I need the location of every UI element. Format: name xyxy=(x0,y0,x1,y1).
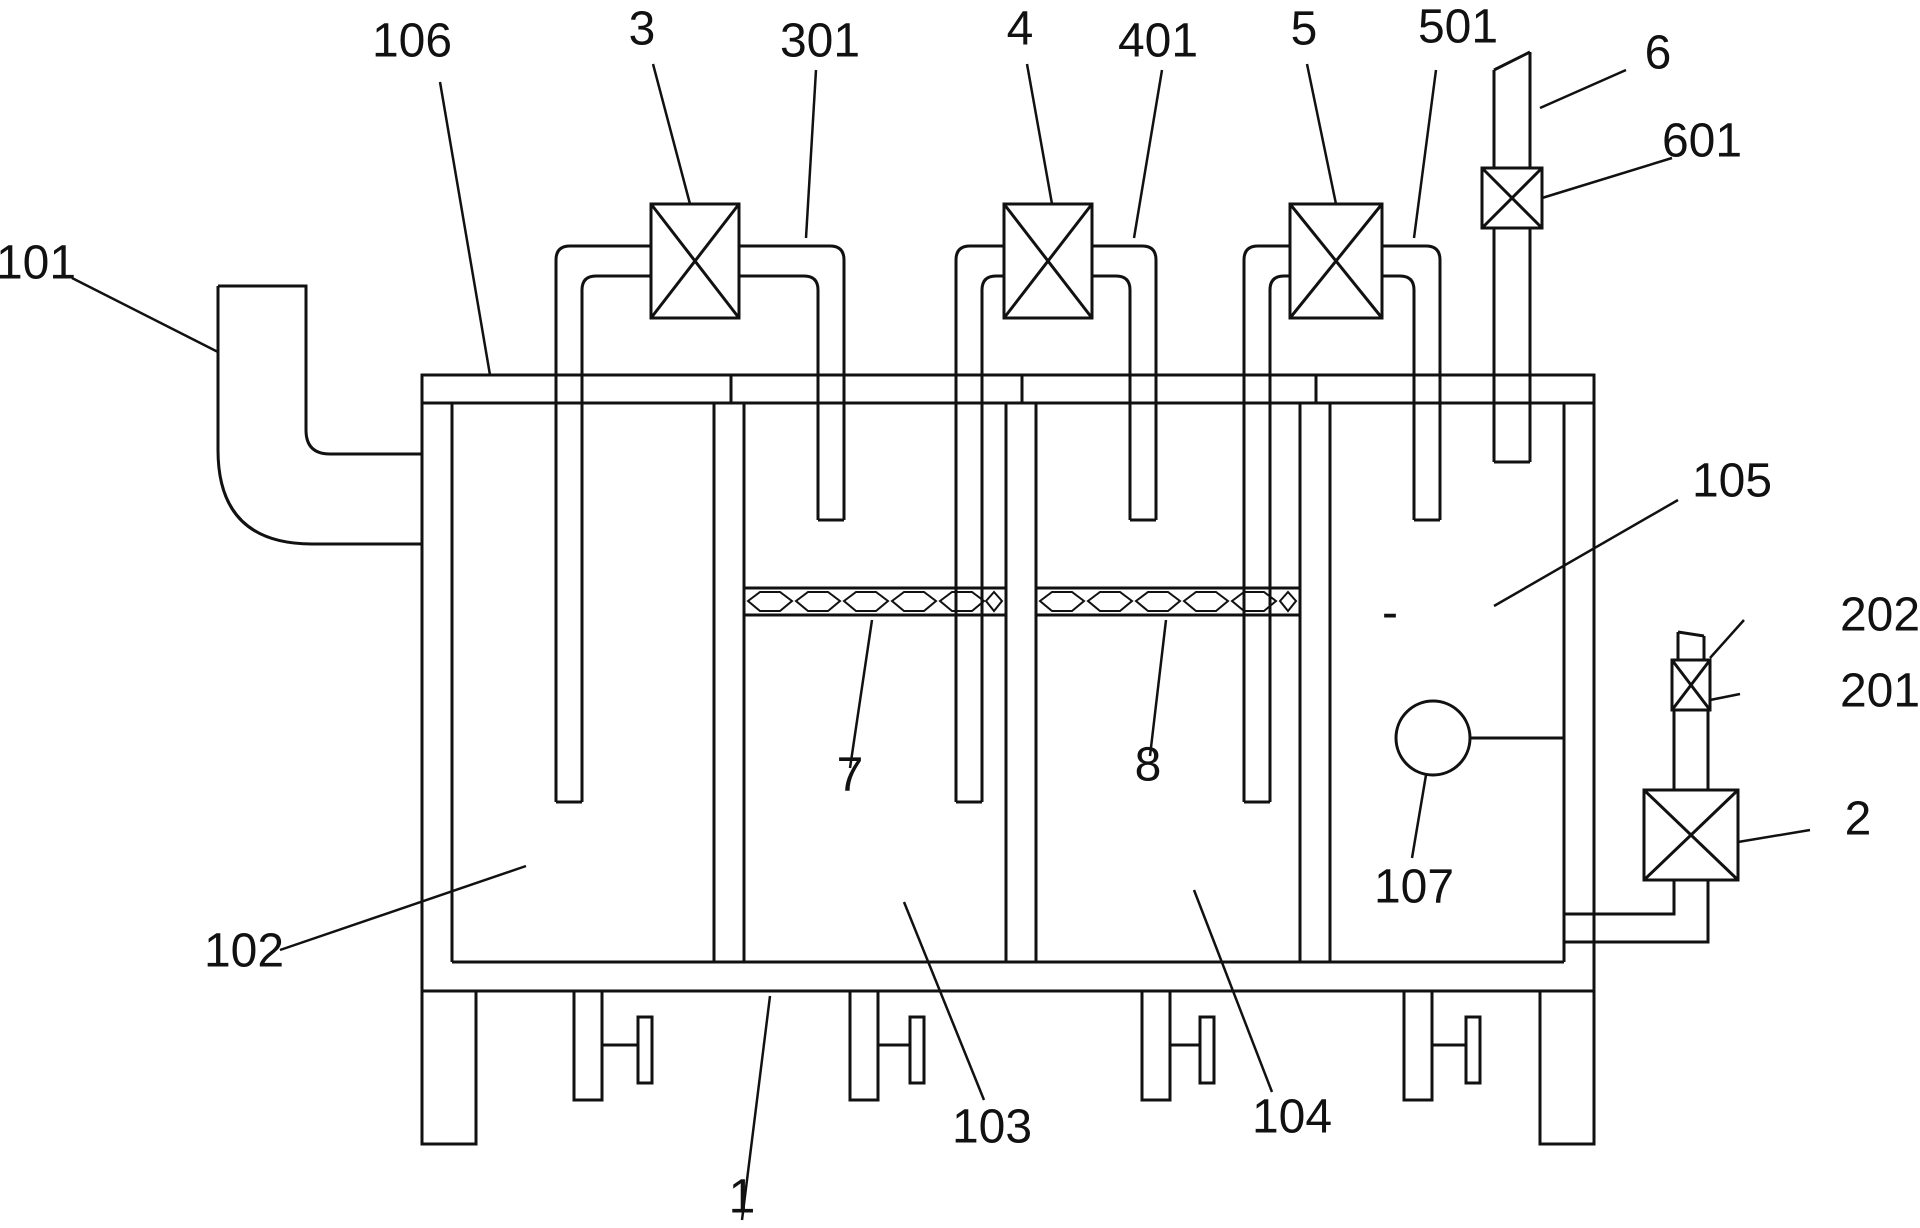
label-7: 7 xyxy=(837,749,864,802)
label-107: 107 xyxy=(1374,861,1454,914)
outlet-pump xyxy=(1642,788,1740,882)
vent-pipe xyxy=(1492,50,1532,464)
label-106: 106 xyxy=(372,15,452,68)
pump-4 xyxy=(1002,202,1094,320)
pump-5 xyxy=(1288,202,1384,320)
float-ball xyxy=(1394,699,1564,777)
stray-mark: - xyxy=(1382,587,1398,640)
top-cover xyxy=(729,375,1318,403)
label-102: 102 xyxy=(204,925,284,978)
transfer-pipe-5 xyxy=(1242,244,1442,804)
partition-walls xyxy=(712,401,1332,964)
outlet-valve xyxy=(1670,658,1712,712)
label-104: 104 xyxy=(1252,1091,1332,1144)
label-401: 401 xyxy=(1118,15,1198,68)
drain-valves xyxy=(572,991,1482,1102)
pump-3 xyxy=(649,202,741,320)
label-8: 8 xyxy=(1135,739,1162,792)
label-105: 105 xyxy=(1692,455,1772,508)
label-1: 1 xyxy=(729,1171,756,1224)
label-3: 3 xyxy=(629,3,656,56)
label-301: 301 xyxy=(780,15,860,68)
label-4: 4 xyxy=(1007,3,1034,56)
transfer-pipe-4 xyxy=(954,244,1158,804)
label-501: 501 xyxy=(1418,1,1498,54)
label-101: 101 xyxy=(0,237,76,290)
filter-mesh-7 xyxy=(744,586,1006,617)
label-201: 201 xyxy=(1840,665,1920,718)
label-601: 601 xyxy=(1662,115,1742,168)
filter-mesh-8 xyxy=(1036,586,1300,617)
inlet-elbow-pipe xyxy=(216,284,422,546)
label-202: 202 xyxy=(1840,589,1920,642)
label-103: 103 xyxy=(952,1101,1032,1154)
outlet-pipe xyxy=(1564,630,1710,944)
label-5: 5 xyxy=(1291,3,1318,56)
transfer-pipe-3 xyxy=(554,244,846,804)
label-6: 6 xyxy=(1645,27,1672,80)
leader-lines xyxy=(71,63,1811,1221)
vent-valve xyxy=(1480,166,1544,230)
label-2: 2 xyxy=(1845,793,1872,846)
support-legs xyxy=(420,989,1596,1146)
